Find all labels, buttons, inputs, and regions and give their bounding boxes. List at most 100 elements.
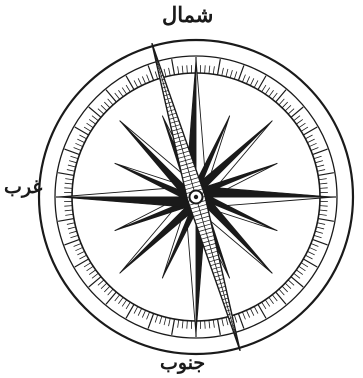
tick-mark bbox=[84, 263, 91, 267]
tick-mark bbox=[169, 318, 171, 326]
tick-mark bbox=[238, 314, 243, 329]
tick-mark bbox=[301, 127, 308, 131]
tick-mark bbox=[316, 165, 324, 167]
tick-mark bbox=[317, 223, 325, 225]
tick-mark bbox=[64, 149, 79, 154]
tick-mark bbox=[182, 66, 183, 74]
tick-mark bbox=[187, 65, 188, 73]
tick-mark bbox=[134, 80, 138, 87]
tick-mark bbox=[160, 316, 162, 324]
tick-mark bbox=[265, 88, 269, 95]
tick-mark bbox=[69, 231, 77, 233]
tick-mark bbox=[291, 107, 303, 117]
tick-mark bbox=[126, 85, 130, 92]
tick-mark bbox=[305, 135, 312, 139]
tick-mark bbox=[315, 161, 323, 163]
tick-mark bbox=[65, 183, 73, 184]
tick-mark bbox=[79, 255, 86, 259]
tick-mark bbox=[313, 149, 328, 154]
tick-mark bbox=[147, 75, 150, 82]
tick-mark bbox=[108, 99, 113, 105]
tick-mark bbox=[282, 286, 288, 292]
tick-mark bbox=[142, 76, 145, 83]
tick-mark bbox=[182, 320, 183, 328]
tick-mark bbox=[69, 161, 77, 163]
tick-mark bbox=[254, 306, 258, 313]
tick-mark bbox=[67, 170, 75, 172]
tick-mark bbox=[87, 123, 94, 127]
tick-mark bbox=[98, 280, 104, 285]
star-point-dark bbox=[58, 197, 196, 208]
tick-mark bbox=[314, 156, 322, 158]
tick-mark bbox=[134, 306, 138, 313]
star-point-dark bbox=[196, 186, 334, 197]
tick-mark bbox=[89, 119, 95, 124]
tick-mark bbox=[246, 76, 249, 83]
tick-mark bbox=[272, 93, 277, 99]
tick-mark bbox=[309, 143, 316, 146]
tick-mark bbox=[108, 289, 113, 295]
tick-mark bbox=[305, 255, 312, 259]
tick-mark bbox=[70, 156, 78, 158]
tick-mark bbox=[318, 219, 334, 222]
tick-mark bbox=[164, 69, 166, 77]
tick-mark bbox=[169, 68, 171, 76]
tick-mark bbox=[320, 206, 328, 207]
tick-mark bbox=[272, 295, 277, 301]
north-label: شمال bbox=[162, 2, 213, 27]
tick-mark bbox=[218, 319, 221, 335]
tick-mark bbox=[262, 85, 266, 92]
tick-mark bbox=[250, 308, 254, 315]
tick-mark bbox=[68, 165, 76, 167]
tick-mark bbox=[319, 179, 327, 180]
tick-mark bbox=[147, 312, 150, 319]
tick-mark bbox=[178, 66, 179, 74]
tick-mark bbox=[89, 107, 101, 117]
tick-mark bbox=[64, 239, 79, 244]
tick-mark bbox=[87, 266, 94, 270]
pivot-inner bbox=[194, 195, 198, 199]
tick-mark bbox=[138, 308, 142, 315]
tick-mark bbox=[67, 223, 75, 225]
tick-mark bbox=[230, 70, 232, 78]
tick-mark bbox=[104, 286, 110, 292]
tick-mark bbox=[209, 66, 210, 74]
tick-mark bbox=[138, 78, 142, 85]
tick-mark bbox=[126, 302, 130, 309]
tick-mark bbox=[246, 310, 249, 317]
tick-mark bbox=[299, 123, 306, 127]
tick-mark bbox=[74, 243, 81, 246]
tick-mark bbox=[242, 75, 245, 82]
tick-mark bbox=[301, 263, 308, 267]
tick-mark bbox=[296, 119, 302, 124]
tick-mark bbox=[276, 292, 286, 304]
tick-mark bbox=[250, 78, 254, 85]
tick-mark bbox=[205, 321, 206, 329]
tick-mark bbox=[262, 302, 266, 309]
tick-mark bbox=[319, 214, 327, 215]
tick-mark bbox=[142, 310, 145, 317]
tick-mark bbox=[315, 231, 323, 233]
tick-mark bbox=[65, 210, 73, 211]
tick-mark bbox=[218, 59, 221, 75]
tick-mark bbox=[288, 280, 294, 285]
tick-mark bbox=[320, 188, 328, 189]
tick-mark bbox=[64, 188, 72, 189]
tick-mark bbox=[318, 173, 334, 176]
tick-mark bbox=[77, 139, 84, 143]
tick-mark bbox=[178, 320, 179, 328]
tick-mark bbox=[291, 277, 303, 287]
tick-mark bbox=[316, 227, 324, 229]
tick-mark bbox=[187, 321, 188, 329]
tick-mark bbox=[84, 127, 91, 131]
tick-mark bbox=[276, 90, 286, 102]
tick-mark bbox=[307, 139, 314, 143]
tick-mark bbox=[279, 99, 284, 105]
tick-mark bbox=[242, 312, 245, 319]
tick-mark bbox=[79, 135, 86, 139]
tick-mark bbox=[269, 90, 274, 96]
tick-mark bbox=[92, 116, 98, 121]
tick-mark bbox=[238, 65, 243, 80]
tick-mark bbox=[106, 90, 116, 102]
